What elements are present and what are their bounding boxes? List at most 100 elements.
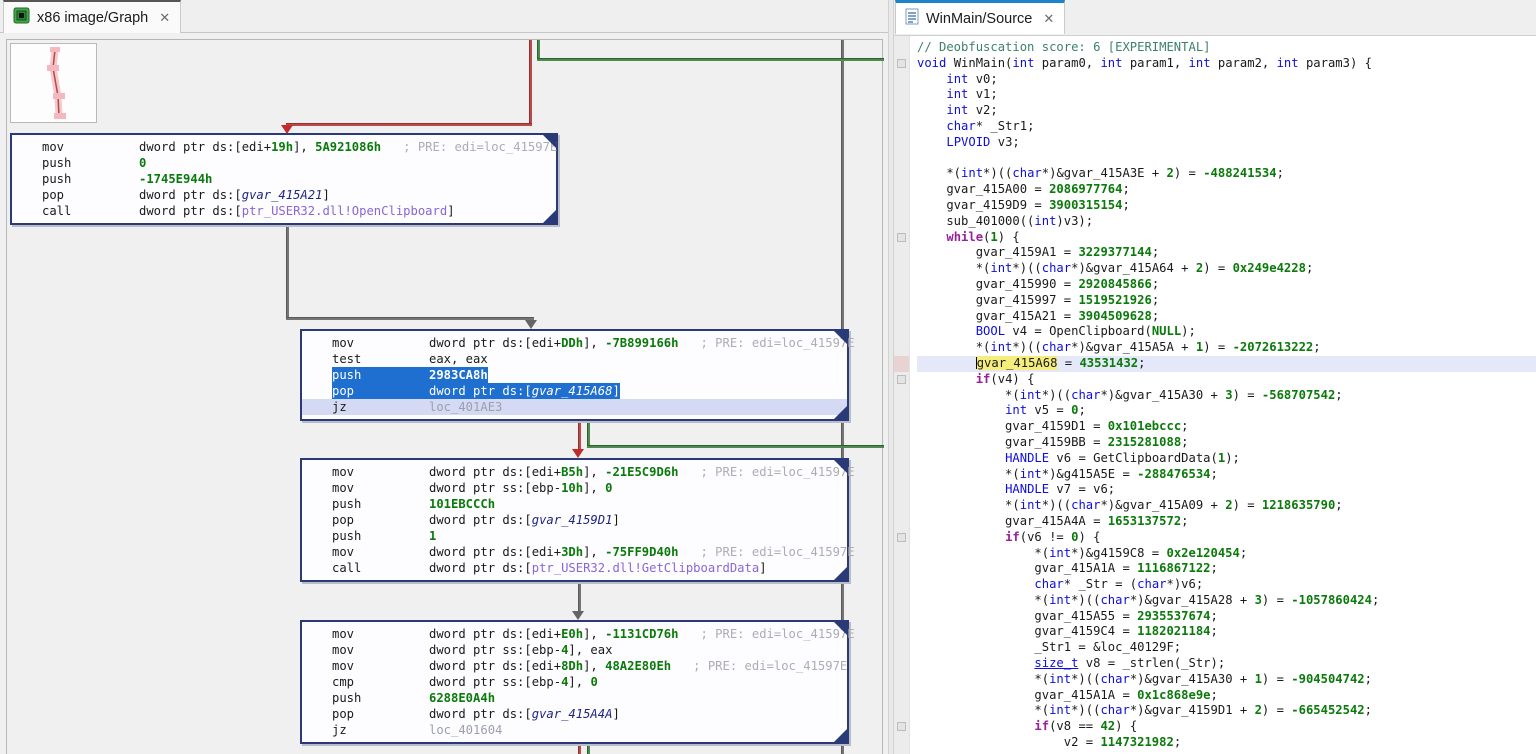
source-line[interactable]: gvar_415A1A = 0x1c868e9e; — [917, 688, 1536, 704]
asm-line[interactable]: calldword ptr ds:[ptr_USER32.dll!OpenCli… — [12, 203, 556, 219]
asm-line[interactable]: movdword ptr ds:[edi+DDh], -7B899166h ; … — [302, 335, 847, 351]
asm-line[interactable]: movdword ptr ss:[ebp-10h], 0 — [302, 480, 847, 496]
source-token: ; — [1335, 498, 1342, 512]
graph-overview-minimap[interactable] — [10, 43, 97, 123]
graph-node-test-jz[interactable]: movdword ptr ds:[edi+DDh], -7B899166h ; … — [300, 329, 849, 421]
source-line[interactable]: void WinMain(int param0, int param1, int… — [917, 56, 1536, 72]
source-line[interactable]: *(int*)&g415A5E = -288476534; — [917, 467, 1536, 483]
source-line[interactable]: gvar_415A4A = 1653137572; — [917, 514, 1536, 530]
asm-line[interactable]: popdword ptr ds:[gvar_415A68] — [302, 383, 847, 399]
edge-entry-red-vertical — [529, 40, 532, 126]
asm-line[interactable]: jzloc_401AE3 — [302, 399, 847, 415]
source-line[interactable]: char* _Str = (char*)v6; — [917, 577, 1536, 593]
asm-line[interactable]: push2983CA8h — [302, 367, 847, 383]
asm-line[interactable]: push-1745E944h — [12, 171, 556, 187]
edge-arrow-into-block3 — [572, 449, 584, 458]
fold-marker-icon[interactable] — [897, 375, 906, 384]
source-line[interactable]: // Deobfuscation score: 6 [EXPERIMENTAL] — [917, 40, 1536, 56]
source-token — [917, 530, 1005, 544]
source-line[interactable]: *(int*)&g4159C8 = 0x2e120454; — [917, 546, 1536, 562]
asm-line[interactable]: push6288E0A4h — [302, 690, 847, 706]
source-line[interactable]: gvar_415A21 = 3904509628; — [917, 309, 1536, 325]
source-line[interactable]: gvar_415A55 = 2935537674; — [917, 609, 1536, 625]
source-line-current[interactable]: gvar_415A68 = 43531432; — [917, 356, 1536, 372]
source-line[interactable]: if(v6 != 0) { — [917, 530, 1536, 546]
fold-marker-icon[interactable] — [897, 533, 906, 542]
close-icon[interactable]: ✕ — [1043, 11, 1054, 27]
fold-marker-icon[interactable] — [897, 722, 906, 731]
source-editor[interactable]: // Deobfuscation score: 6 [EXPERIMENTAL]… — [894, 36, 1536, 754]
source-line[interactable]: int v5 = 0; — [917, 403, 1536, 419]
source-line[interactable]: gvar_4159D1 = 0x101ebccc; — [917, 419, 1536, 435]
source-line[interactable]: if(v4) { — [917, 372, 1536, 388]
source-line[interactable]: if(v8 == 42) { — [917, 719, 1536, 735]
source-token: *)&g415A5E = — [1042, 467, 1137, 481]
source-line[interactable]: gvar_415997 = 1519521926; — [917, 293, 1536, 309]
source-line[interactable]: sub_401000((int)v3); — [917, 214, 1536, 230]
source-line[interactable]: *(int*)((char*)&gvar_4159D1 + 2) = -6654… — [917, 703, 1536, 719]
asm-line[interactable]: movdword ptr ss:[ebp-4], eax — [302, 642, 847, 658]
asm-line[interactable]: push101EBCCCh — [302, 496, 847, 512]
source-line[interactable]: HANDLE v6 = GetClipboardData(1); — [917, 451, 1536, 467]
source-line[interactable]: _Str1 = &loc_40129F; — [917, 640, 1536, 656]
graph-canvas[interactable]: movdword ptr ds:[edi+19h], 5A921086h ; P… — [0, 33, 888, 754]
asm-line[interactable]: cmpdword ptr ss:[ebp-4], 0 — [302, 674, 847, 690]
tab-winmain-source[interactable]: WinMain/Source ✕ — [895, 0, 1065, 34]
source-line[interactable]: *(int*)((char*)&gvar_415A3E + 2) = -4882… — [917, 166, 1536, 182]
source-line[interactable]: v2 = 1147321982; — [917, 735, 1536, 751]
asm-line[interactable]: movdword ptr ds:[edi+B5h], -21E5C9D6h ; … — [302, 464, 847, 480]
source-line[interactable]: gvar_4159BB = 2315281088; — [917, 435, 1536, 451]
source-token — [917, 451, 1005, 465]
tab-x86-image-graph[interactable]: x86 image/Graph ✕ — [3, 0, 181, 33]
source-line[interactable]: gvar_415A00 = 2086977764; — [917, 182, 1536, 198]
asm-line[interactable]: push0 — [12, 155, 556, 171]
source-line[interactable]: *(int*)((char*)&gvar_415A5A + 1) = -2072… — [917, 340, 1536, 356]
asm-line[interactable]: movdword ptr ds:[edi+3Dh], -75FF9D40h ; … — [302, 544, 847, 560]
source-line[interactable] — [917, 151, 1536, 167]
source-token: *)&gvar_415A30 + — [1100, 388, 1225, 402]
asm-line[interactable]: movdword ptr ds:[edi+8Dh], 48A2E80Eh ; P… — [302, 658, 847, 674]
graph-node-cmp-jz[interactable]: movdword ptr ds:[edi+E0h], -1131CD76h ; … — [300, 620, 849, 744]
asm-line[interactable]: calldword ptr ds:[ptr_USER32.dll!GetClip… — [302, 560, 847, 576]
source-line[interactable]: gvar_415990 = 2920845866; — [917, 277, 1536, 293]
node-corner-fold-icon — [834, 406, 847, 419]
source-line[interactable]: *(int*)((char*)&gvar_415A09 + 2) = 12186… — [917, 498, 1536, 514]
source-line[interactable]: size_t v8 = _strlen(_Str); — [917, 656, 1536, 672]
source-line[interactable]: *(int*)((char*)&gvar_415A64 + 2) = 0x249… — [917, 261, 1536, 277]
edge-block2-true-vertical — [578, 417, 581, 449]
source-line[interactable]: gvar_4159A1 = 3229377144; — [917, 245, 1536, 261]
asm-line[interactable]: push1 — [302, 528, 847, 544]
source-line[interactable]: int v0; — [917, 72, 1536, 88]
graph-node-getclipboarddata[interactable]: movdword ptr ds:[edi+B5h], -21E5C9D6h ; … — [300, 458, 849, 582]
source-line[interactable]: HANDLE v7 = v6; — [917, 482, 1536, 498]
gutter-cell — [894, 688, 909, 704]
source-line[interactable]: *(int*)((char*)&gvar_415A30 + 1) = -9045… — [917, 672, 1536, 688]
source-token: gvar_415A4A = — [917, 514, 1108, 528]
source-line[interactable]: gvar_415A1A = 1116867122; — [917, 561, 1536, 577]
asm-line[interactable]: popdword ptr ds:[gvar_415A21] — [12, 187, 556, 203]
asm-line[interactable]: movdword ptr ds:[edi+E0h], -1131CD76h ; … — [302, 626, 847, 642]
source-line[interactable]: gvar_4159D9 = 3900315154; — [917, 198, 1536, 214]
source-line[interactable]: gvar_4159C4 = 1182021184; — [917, 624, 1536, 640]
source-line[interactable]: LPVOID v3; — [917, 135, 1536, 151]
asm-line[interactable]: movdword ptr ds:[edi+19h], 5A921086h ; P… — [12, 139, 556, 155]
asm-line[interactable]: popdword ptr ds:[gvar_415A4A] — [302, 706, 847, 722]
source-line[interactable]: int v1; — [917, 87, 1536, 103]
source-line[interactable]: *(int*)((char*)&gvar_415A30 + 3) = -5687… — [917, 388, 1536, 404]
source-line[interactable]: while(1) { — [917, 230, 1536, 246]
source-line[interactable]: *(int*)((char*)&gvar_415A28 + 3) = -1057… — [917, 593, 1536, 609]
source-line[interactable]: int v2; — [917, 103, 1536, 119]
fold-marker-icon[interactable] — [897, 59, 906, 68]
gutter-cell — [894, 467, 909, 483]
asm-line[interactable]: jzloc_401604 — [302, 722, 847, 738]
asm-line[interactable]: popdword ptr ds:[gvar_4159D1] — [302, 512, 847, 528]
gutter-cell — [894, 403, 909, 419]
close-icon[interactable]: ✕ — [159, 10, 170, 26]
fold-marker-icon[interactable] — [897, 233, 906, 242]
source-line[interactable]: char* _Str1; — [917, 119, 1536, 135]
asm-line[interactable]: testeax, eax — [302, 351, 847, 367]
node-corner-fold-icon — [834, 460, 847, 473]
source-line[interactable]: BOOL v4 = OpenClipboard(NULL); — [917, 324, 1536, 340]
node-corner-fold-icon — [543, 135, 556, 148]
graph-node-openclipboard[interactable]: movdword ptr ds:[edi+19h], 5A921086h ; P… — [10, 133, 558, 225]
